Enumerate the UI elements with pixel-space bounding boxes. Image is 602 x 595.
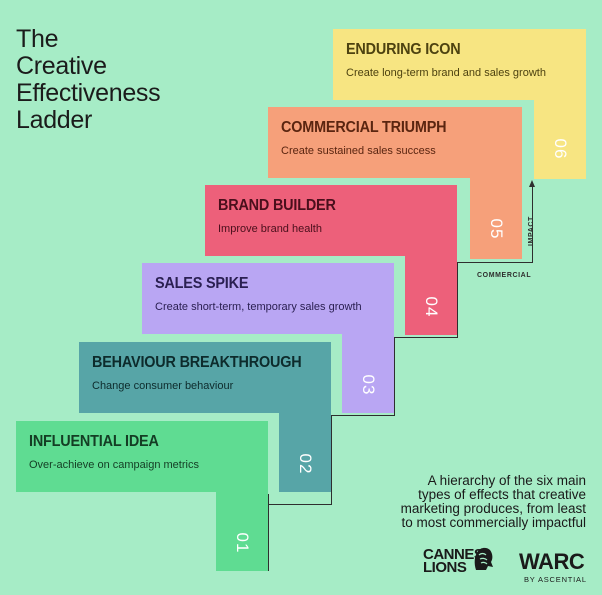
title-line-1: The	[16, 25, 59, 53]
step-number: 02	[296, 453, 315, 475]
step-number: 01	[233, 532, 252, 554]
cannes-logo-line-2: LIONS	[423, 559, 467, 576]
impact-axis-label: IMPACT	[528, 216, 535, 246]
connector-line	[331, 415, 395, 416]
connector-line	[268, 494, 269, 571]
step-description: Change consumer behaviour	[92, 380, 234, 392]
title-line-4: Ladder	[16, 106, 93, 134]
commercial-axis-label: COMMERCIAL	[477, 272, 532, 279]
step-name: BEHAVIOUR BREAKTHROUGH	[92, 354, 302, 371]
connector-line	[457, 262, 458, 338]
diagram-title: The Creative Effectiveness Ladder	[16, 25, 161, 134]
caption-line-3: marketing produces, from least	[400, 501, 586, 516]
step-description: Create short-term, temporary sales growt…	[155, 301, 362, 313]
step-description: Create long-term brand and sales growth	[346, 67, 546, 79]
step-leg	[279, 342, 331, 492]
step-leg	[342, 263, 394, 413]
step-number: 05	[487, 218, 506, 240]
connector-line	[394, 337, 395, 416]
step-leg	[470, 107, 522, 259]
connector-line	[457, 262, 533, 263]
caption-line-1: A hierarchy of the six main	[427, 473, 586, 488]
step-name: BRAND BUILDER	[218, 197, 336, 214]
step-leg	[534, 29, 586, 179]
title-line-3: Effectiveness	[16, 79, 161, 107]
connector-line	[331, 415, 332, 505]
title-line-2: Creative	[16, 52, 107, 80]
step-name: ENDURING ICON	[346, 41, 461, 58]
warc-logo: WARC	[519, 549, 585, 574]
step-leg	[216, 421, 268, 571]
step-description: Improve brand health	[218, 223, 322, 235]
step-name: SALES SPIKE	[155, 275, 249, 292]
step-number: 03	[359, 374, 378, 396]
connector-line	[268, 504, 332, 505]
step-number: 06	[551, 138, 570, 160]
step-description: Create sustained sales success	[281, 145, 436, 157]
step-name: INFLUENTIAL IDEA	[29, 433, 159, 450]
caption-line-2: types of effects that creative	[418, 487, 586, 502]
connector-line	[394, 337, 458, 338]
impact-axis-line	[532, 186, 533, 263]
cannes-logo-line-1: CANNES	[423, 546, 484, 563]
caption-line-4: to most commercially impactful	[401, 515, 586, 530]
cannes-lions-logo: CANNES LIONS	[423, 546, 484, 576]
lion-head-icon	[474, 547, 493, 570]
step-number: 04	[422, 296, 441, 318]
diagram-caption: A hierarchy of the six main types of eff…	[386, 474, 586, 530]
impact-arrow-head	[529, 180, 535, 187]
warc-logo-subtitle: BY ASCENTIAL	[524, 575, 587, 584]
step-description: Over-achieve on campaign metrics	[29, 459, 199, 471]
step-name: COMMERCIAL TRIUMPH	[281, 119, 447, 136]
step-leg	[405, 185, 457, 335]
